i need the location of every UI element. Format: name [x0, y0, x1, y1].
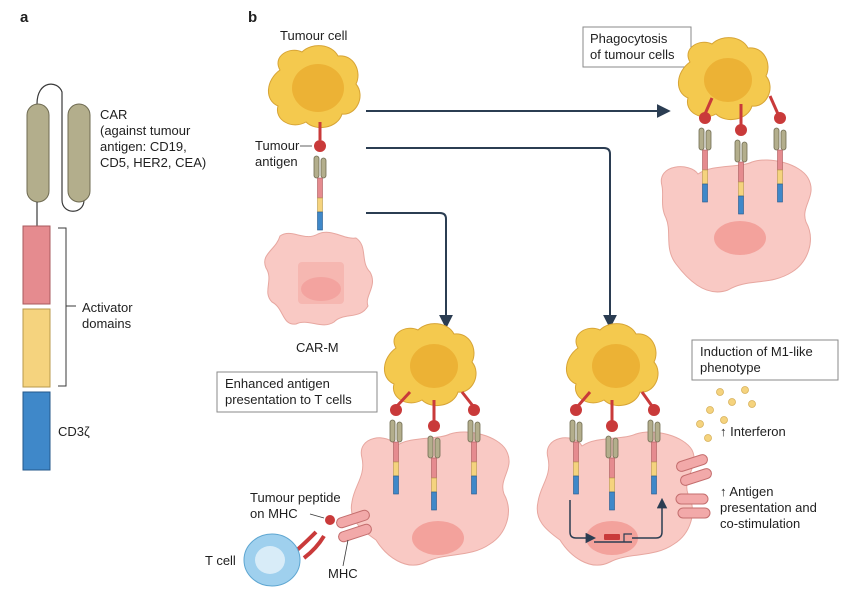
tumour-cell-label: Tumour cell	[280, 28, 348, 43]
t-cell-label: T cell	[205, 553, 236, 568]
panel-b-letter: b	[248, 9, 257, 26]
car-label: CAR (against tumour antigen: CD19, CD5, …	[100, 107, 206, 170]
signalling-arrow-out	[632, 497, 668, 539]
phagocytosis-box-text: Phagocytosis of tumour cells	[590, 31, 675, 62]
tumour-antigen-label: Tumour antigen	[255, 138, 303, 169]
bottom-middle-receptors	[389, 390, 481, 511]
cd3-zeta-label: CD3ζ	[58, 424, 90, 439]
mhc-complex	[325, 509, 372, 543]
interferon-label: ↑ Interferon	[720, 424, 786, 439]
antigen-costim-label: ↑ Antigen presentation and co-stimulatio…	[720, 484, 820, 531]
activator-domain-2	[22, 308, 51, 388]
interferon-particles	[696, 386, 756, 442]
car-m-label: CAR-M	[296, 340, 339, 355]
panel-a: a CAR (against tumour antigen: CD19, CD5…	[20, 9, 206, 471]
costimulation-molecules	[675, 454, 712, 519]
bottom-right-receptors	[569, 391, 661, 511]
panel-b: b Tumour cell Tumour antigen CAR-M Phago	[205, 9, 839, 587]
tumour-antigen	[314, 140, 326, 152]
activator-domain-1	[22, 225, 51, 305]
car-m-macrophage	[264, 231, 373, 326]
panel-a-letter: a	[20, 9, 29, 26]
cd3-zeta-domain	[22, 391, 51, 471]
arrow-to-antigen-presentation	[366, 212, 453, 329]
signalling-arrow-in	[569, 500, 597, 544]
phagocytosis-receptors	[698, 95, 787, 215]
activator-domains-label: Activator domains	[82, 300, 136, 331]
t-cell	[243, 533, 301, 587]
m1-box	[691, 339, 839, 381]
bottom-middle-tumour-cell	[384, 323, 477, 407]
tumour-peptide-label: Tumour peptide on MHC	[250, 490, 344, 521]
phagocytosis-macrophage	[660, 159, 812, 293]
tumour-cell	[268, 45, 361, 129]
bottom-right-tumour-cell	[566, 323, 659, 407]
arrow-to-m1	[366, 147, 617, 329]
antigen-presentation-box	[216, 371, 378, 413]
mhc-label: MHC	[328, 566, 358, 581]
m1-box-text: Induction of M1-like phenotype	[700, 344, 816, 375]
antigen-presenting-macrophage	[350, 431, 510, 566]
antigen-presentation-box-text: Enhanced antigen presentation to T cells	[225, 376, 352, 407]
car-receptor-main	[313, 155, 327, 231]
phagocytosed-tumour-cell	[678, 37, 771, 121]
car-extracellular-domain	[26, 83, 91, 226]
